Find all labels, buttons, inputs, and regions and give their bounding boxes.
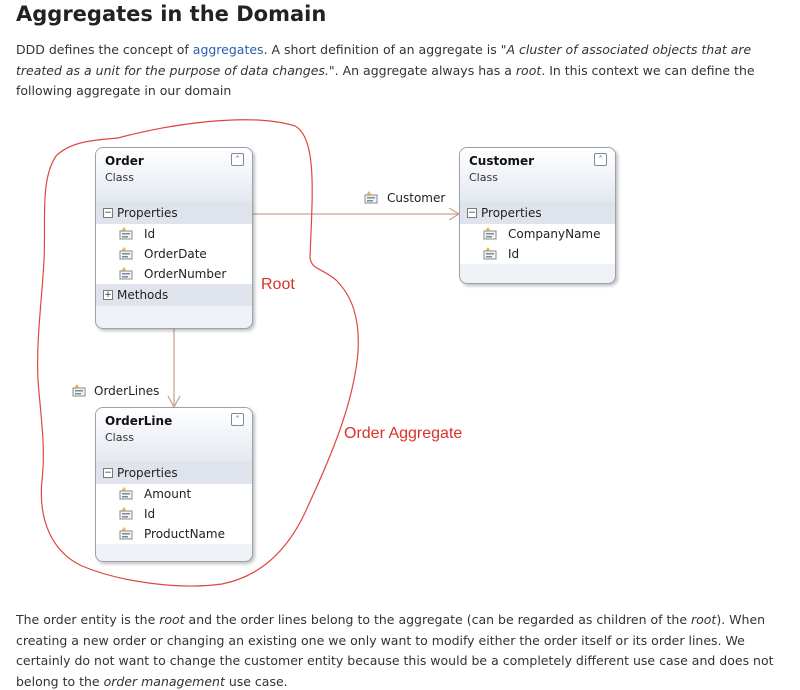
orderline-property-label: ProductName (144, 527, 225, 541)
order-properties-section[interactable]: − Properties (96, 202, 252, 224)
outro-text-2: and the order lines belong to the aggreg… (184, 612, 691, 627)
order-methods-label: Methods (117, 288, 169, 302)
orderline-property-amount[interactable]: Amount (96, 484, 252, 504)
aggregates-link[interactable]: aggregates (192, 42, 264, 57)
property-icon (119, 247, 133, 260)
customer-properties-list: CompanyName Id (460, 224, 615, 264)
outro-text-3: ). When creating a new order or changing… (16, 612, 774, 689)
customer-property-label: Id (508, 247, 520, 261)
aggregate-outline (37, 119, 359, 587)
order-property-label: Id (144, 227, 156, 241)
customer-property-label: CompanyName (508, 227, 601, 241)
order-management-term: order management (103, 673, 225, 689)
order-properties-label: Properties (117, 206, 178, 220)
orderlines-association-label: OrderLines (94, 384, 160, 398)
collapse-minus-icon[interactable]: − (103, 468, 113, 478)
orderline-class-kind: Class (105, 431, 134, 444)
order-property-ordernumber[interactable]: OrderNumber (96, 264, 252, 284)
root-annotation: Root (261, 276, 295, 293)
customer-property-id[interactable]: Id (460, 244, 615, 264)
order-class-name: Order (105, 154, 144, 168)
order-class-box[interactable]: Order Class ˄ − Properties Id OrderDate … (95, 147, 253, 329)
customer-class-name: Customer (469, 154, 535, 168)
customer-properties-label: Properties (481, 206, 542, 220)
page-title: Aggregates in the Domain (16, 2, 327, 26)
property-icon (119, 267, 133, 280)
root-term: root (515, 62, 542, 78)
property-icon (483, 227, 497, 240)
intro-text-4: . In this context we can define the foll… (16, 62, 755, 99)
order-property-label: OrderDate (144, 247, 207, 261)
collapse-minus-icon[interactable]: − (103, 208, 113, 218)
aggregate-definition-quote: A cluster of associated objects that are… (16, 42, 752, 78)
customer-class-header: Customer Class ˄ (460, 148, 615, 202)
root-term: root (691, 612, 717, 627)
expand-plus-icon[interactable]: + (103, 290, 113, 300)
orderline-class-box[interactable]: OrderLine Class ˄ − Properties Amount Id… (95, 407, 253, 562)
intro-text-3: ". An aggregate always has a (328, 62, 516, 78)
root-term: root (159, 612, 185, 627)
association-property-icon (72, 384, 86, 397)
customer-property-companyname[interactable]: CompanyName (460, 224, 615, 244)
orderline-property-productname[interactable]: ProductName (96, 524, 252, 544)
customer-class-box[interactable]: Customer Class ˄ − Properties CompanyNam… (459, 147, 616, 284)
collapse-icon[interactable]: ˄ (231, 413, 244, 426)
orderline-class-name: OrderLine (105, 414, 173, 428)
intro-paragraph: DDD defines the concept of aggregates. A… (16, 40, 786, 102)
outro-paragraph: The order entity is the root and the ord… (16, 610, 786, 690)
order-property-id[interactable]: Id (96, 224, 252, 244)
orderline-property-id[interactable]: Id (96, 504, 252, 524)
orderline-properties-list: Amount Id ProductName (96, 484, 252, 544)
outro-text-1: The order entity is the (16, 612, 160, 627)
orderline-properties-label: Properties (117, 466, 178, 480)
customer-class-kind: Class (469, 171, 498, 184)
orderline-class-header: OrderLine Class ˄ (96, 408, 252, 462)
order-methods-section[interactable]: + Methods (96, 284, 252, 306)
order-property-orderdate[interactable]: OrderDate (96, 244, 252, 264)
property-icon (119, 487, 133, 500)
order-class-kind: Class (105, 171, 134, 184)
collapse-icon[interactable]: ˄ (594, 153, 607, 166)
order-aggregate-annotation: Order Aggregate (344, 425, 463, 442)
order-properties-list: Id OrderDate OrderNumber (96, 224, 252, 284)
collapse-icon[interactable]: ˄ (231, 153, 244, 166)
collapse-minus-icon[interactable]: − (467, 208, 477, 218)
orderline-properties-section[interactable]: − Properties (96, 462, 252, 484)
association-property-icon (364, 191, 378, 204)
orderline-property-label: Amount (144, 487, 192, 501)
orderline-property-label: Id (144, 507, 156, 521)
customer-association-label: Customer (387, 191, 446, 205)
property-icon (119, 507, 133, 520)
customer-properties-section[interactable]: − Properties (460, 202, 615, 224)
intro-text-2: . A short definition of an aggregate is … (263, 42, 507, 57)
intro-text-1: DDD defines the concept of (16, 42, 193, 57)
outro-text-4: use case. (224, 673, 288, 689)
order-class-header: Order Class ˄ (96, 148, 252, 202)
property-icon (483, 247, 497, 260)
property-icon (119, 527, 133, 540)
order-property-label: OrderNumber (144, 267, 227, 281)
property-icon (119, 227, 133, 240)
